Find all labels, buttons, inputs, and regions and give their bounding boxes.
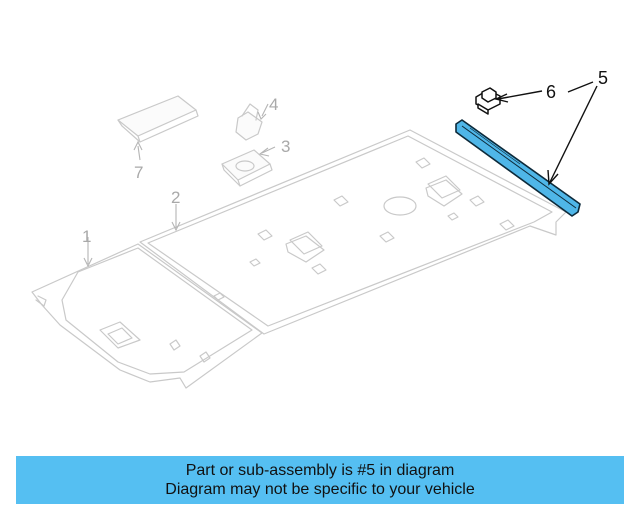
part-7-pad — [117, 95, 199, 143]
callout-4: 4 — [269, 95, 278, 114]
headliner-main-section — [139, 129, 567, 335]
callout-5: 5 — [598, 68, 608, 88]
callout-3: 3 — [281, 137, 290, 156]
banner-line-disclaimer: Diagram may not be specific to your vehi… — [165, 481, 475, 498]
callout-2: 2 — [171, 188, 180, 207]
part-3-bracket — [221, 149, 273, 187]
parts-diagram: 1 2 3 4 5 6 7 — [31, 68, 608, 389]
info-banner: Part or sub-assembly is #5 in diagram Di… — [16, 456, 624, 504]
callout-7: 7 — [134, 163, 143, 182]
part-5-trim-strip — [455, 119, 581, 217]
banner-line-part: Part or sub-assembly is #5 in diagram — [185, 462, 455, 479]
headliner-front-section — [31, 243, 263, 389]
part-6-clip — [475, 87, 501, 115]
callout-1: 1 — [82, 227, 91, 246]
callout-6: 6 — [546, 82, 556, 102]
part-4-clip — [235, 103, 263, 141]
